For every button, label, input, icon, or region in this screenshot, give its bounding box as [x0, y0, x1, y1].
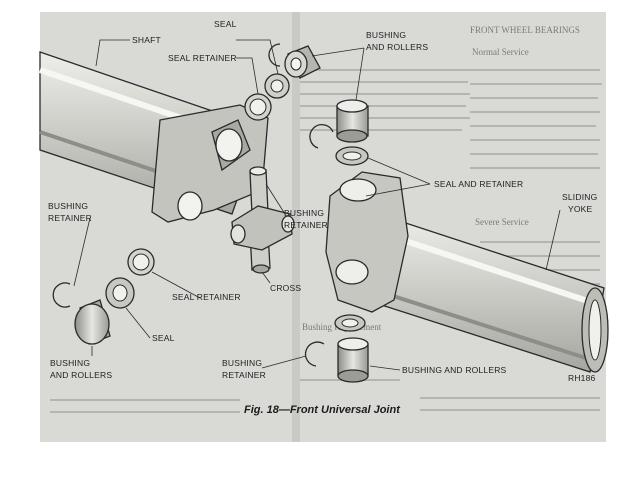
bg-heading-normal-service: Normal Service: [472, 47, 529, 57]
cross: [230, 166, 295, 274]
label-shaft: SHAFT: [132, 35, 161, 45]
label-bushing-rollers-top-1: BUSHING: [366, 30, 406, 40]
bushing-and-rollers-top: [284, 45, 321, 79]
bg-heading-front-wheel: FRONT WHEEL BEARINGS: [470, 25, 580, 35]
seal-and-retainer-lower: [334, 314, 366, 332]
label-seal-and-retainer: SEAL AND RETAINER: [434, 179, 523, 189]
sliding-yoke: [325, 171, 609, 373]
label-sliding-yoke-2: YOKE: [568, 204, 593, 214]
seal-lower: [105, 277, 135, 309]
yoke-bore-lower: [177, 191, 203, 221]
seal-retainer-lower: [127, 248, 155, 276]
bg-heading-severe-service: Severe Service: [475, 217, 529, 227]
label-bushing-rollers-left-2: AND ROLLERS: [50, 370, 112, 380]
figure-caption: Fig. 18—Front Universal Joint: [244, 404, 401, 416]
label-bushing-retainer-left-1: BUSHING: [48, 201, 88, 211]
label-bushing-rollers-left-1: BUSHING: [50, 358, 90, 368]
leader-lines: [73, 39, 561, 371]
label-seal-low: SEAL: [152, 333, 175, 343]
label-seal-retainer-top: SEAL RETAINER: [168, 53, 237, 63]
seal-top: [264, 73, 290, 99]
sliding-yoke-bore-lower: [335, 259, 369, 285]
label-bushing-rollers-top-2: AND ROLLERS: [366, 42, 428, 52]
label-cross: CROSS: [270, 283, 301, 293]
label-bushing-rollers-bottom: BUSHING AND ROLLERS: [402, 365, 507, 375]
label-bushing-retainer-bottom-2: RETAINER: [222, 370, 266, 380]
label-bushing-retainer-mid-2: RETAINER: [284, 220, 328, 230]
bushing-retainer-clip-right: [309, 124, 334, 149]
bushing-retainer-clip-left: [52, 282, 71, 308]
yoke-bore-upper: [215, 128, 243, 162]
seal-retainer-top: [244, 93, 272, 121]
figure-code: RH186: [568, 373, 596, 383]
label-bushing-retainer-bottom-1: BUSHING: [222, 358, 262, 368]
label-bushing-retainer-left-2: RETAINER: [48, 213, 92, 223]
sliding-yoke-bore-upper: [339, 178, 377, 202]
label-seal-retainer-low: SEAL RETAINER: [172, 292, 241, 302]
label-seal-top: SEAL: [214, 19, 237, 29]
page-fold-shadow: [292, 12, 300, 442]
bushing-and-rollers-bottom: [337, 337, 369, 383]
bushing-and-rollers-left: [74, 299, 111, 345]
label-sliding-yoke-1: SLIDING: [562, 192, 597, 202]
bushing-cap-upper-right: [336, 99, 369, 143]
shaft-yoke: [151, 104, 269, 223]
bushing-retainer-clip-bottom: [304, 341, 325, 367]
seal-and-retainer-upper: [335, 146, 369, 166]
label-bushing-retainer-mid-1: BUSHING: [284, 208, 324, 218]
